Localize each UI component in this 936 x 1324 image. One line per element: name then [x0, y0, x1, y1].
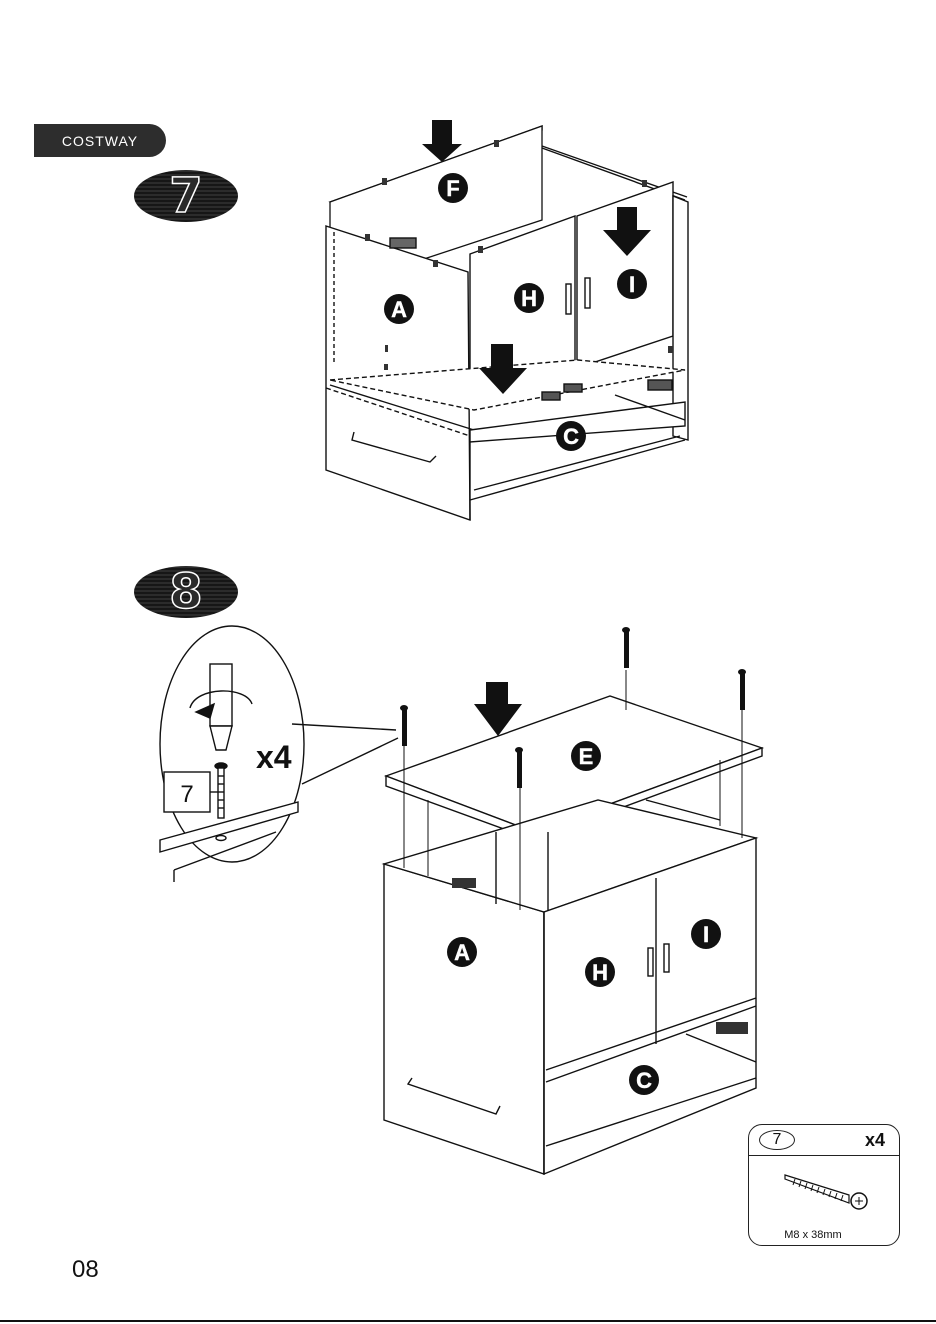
panel-label-H: H	[521, 286, 537, 311]
hardware-size: M8 x 38mm	[749, 1229, 877, 1241]
panel-label-A: A	[454, 940, 470, 965]
hardware-quantity: x4	[865, 1130, 885, 1151]
hardware-box: 7 x4 M8 x 38mm	[748, 1124, 900, 1246]
down-arrow-icon	[474, 682, 522, 736]
detail-quantity: x4	[256, 739, 292, 775]
panel-label-A: A	[391, 297, 407, 322]
panel-label-F: F	[446, 176, 459, 201]
hardware-box-header: 7 x4	[749, 1125, 899, 1156]
panel-label-C: C	[636, 1068, 652, 1093]
bottom-rule	[0, 1320, 936, 1322]
panel-label-C: C	[563, 424, 579, 449]
detail-callout: 7 x4	[160, 626, 398, 882]
panel-label-I: I	[629, 272, 635, 297]
step-8-illustration: 7 x4 E	[0, 600, 936, 1200]
screw-icon	[779, 1167, 879, 1217]
hardware-part-number: 7	[759, 1130, 795, 1150]
panel-label-E: E	[579, 744, 594, 769]
panel-label-H: H	[592, 960, 608, 985]
page-number: 08	[72, 1256, 99, 1284]
step-7-illustration: F A H I C	[0, 0, 936, 540]
panel-label-I: I	[703, 922, 709, 947]
detail-part-number: 7	[180, 781, 193, 808]
